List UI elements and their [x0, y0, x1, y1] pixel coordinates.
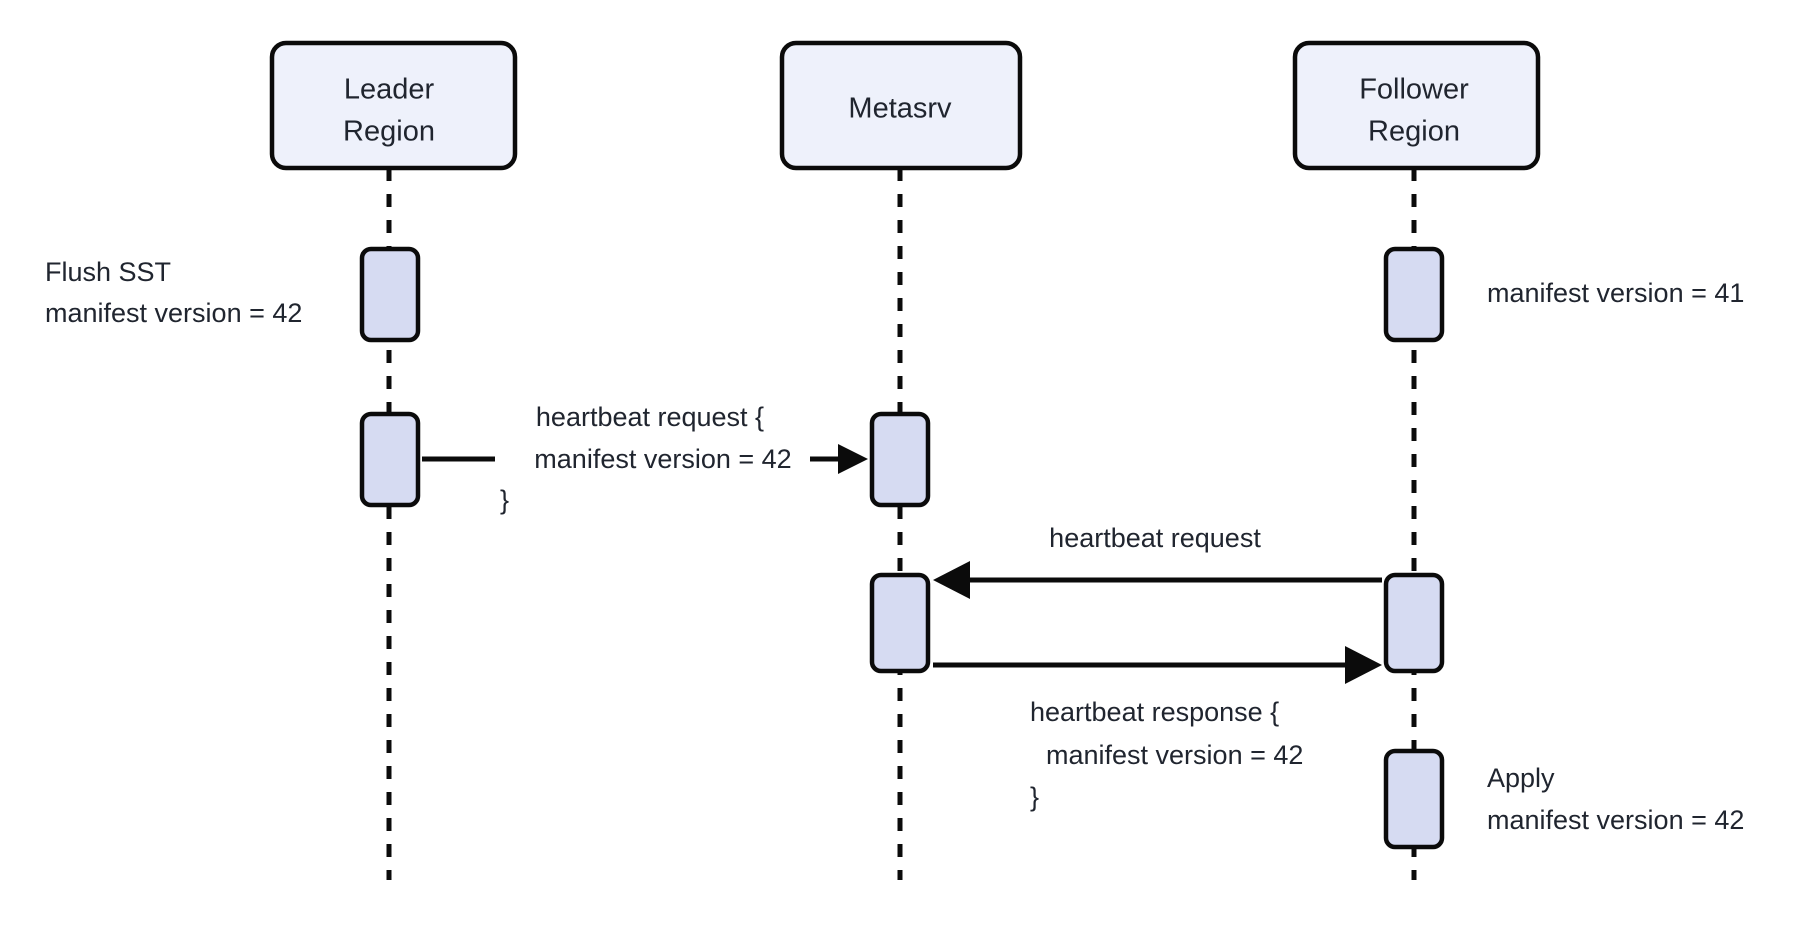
- participant-follower-label-line2: Region: [1368, 116, 1460, 148]
- notes-layer: Flush SST manifest version = 42 manifest…: [45, 257, 1744, 835]
- participant-metasrv[interactable]: Metasrv: [779, 40, 1023, 171]
- message-follower-to-metasrv-label: heartbeat request: [1049, 523, 1261, 553]
- message-follower-to-metasrv[interactable]: heartbeat request: [933, 523, 1382, 599]
- message-metasrv-to-follower-label-line2: manifest version = 42: [1046, 740, 1303, 770]
- note-apply: Apply manifest version = 42: [1487, 763, 1744, 835]
- message-leader-to-metasrv-label-line1: heartbeat request {: [536, 402, 764, 432]
- participant-metasrv-box[interactable]: [779, 40, 1023, 171]
- note-flush-sst-line1: Flush SST: [45, 257, 171, 287]
- activations-layer: [359, 246, 1445, 850]
- message-leader-to-metasrv-label-line2: manifest version = 42: [534, 444, 791, 474]
- arrowhead-right-icon: [838, 444, 868, 474]
- participant-leader-box[interactable]: [269, 40, 518, 171]
- activation-leader-flush[interactable]: [359, 246, 421, 343]
- participant-leader-label-line2: Region: [343, 116, 435, 148]
- activation-follower-heartbeat[interactable]: [1383, 572, 1445, 674]
- message-metasrv-to-follower-label-line1: heartbeat response {: [1030, 697, 1279, 727]
- message-leader-to-metasrv-label-line3: }: [500, 485, 509, 515]
- arrowhead-right-icon-2: [1345, 646, 1382, 684]
- message-leader-to-metasrv[interactable]: heartbeat request { manifest version = 4…: [422, 402, 868, 515]
- participant-follower[interactable]: Follower Region: [1292, 40, 1541, 171]
- note-follower-version-line1: manifest version = 41: [1487, 278, 1744, 308]
- participant-metasrv-label-line1: Metasrv: [848, 93, 952, 125]
- message-metasrv-to-follower[interactable]: heartbeat response { manifest version = …: [933, 646, 1382, 812]
- activation-metasrv-receive[interactable]: [869, 411, 931, 508]
- participant-headers-layer: Leader Region Metasrv Follower Region: [269, 40, 1541, 171]
- note-flush-sst-line2: manifest version = 42: [45, 298, 302, 328]
- activation-metasrv-exchange[interactable]: [869, 572, 931, 674]
- messages-layer: heartbeat request { manifest version = 4…: [422, 402, 1382, 812]
- participant-follower-label-line1: Follower: [1359, 74, 1469, 106]
- note-apply-line2: manifest version = 42: [1487, 805, 1744, 835]
- activation-leader-heartbeat[interactable]: [359, 411, 421, 508]
- note-follower-version: manifest version = 41: [1487, 278, 1744, 308]
- participant-leader[interactable]: Leader Region: [269, 40, 518, 171]
- arrowhead-left-icon: [933, 561, 970, 599]
- note-flush-sst: Flush SST manifest version = 42: [45, 257, 302, 328]
- message-metasrv-to-follower-label-line3: }: [1030, 782, 1039, 812]
- participant-leader-label-line1: Leader: [344, 74, 435, 106]
- activation-follower-initial[interactable]: [1383, 246, 1445, 343]
- activation-follower-apply[interactable]: [1383, 748, 1445, 850]
- participant-follower-box[interactable]: [1292, 40, 1541, 171]
- note-apply-line1: Apply: [1487, 763, 1555, 793]
